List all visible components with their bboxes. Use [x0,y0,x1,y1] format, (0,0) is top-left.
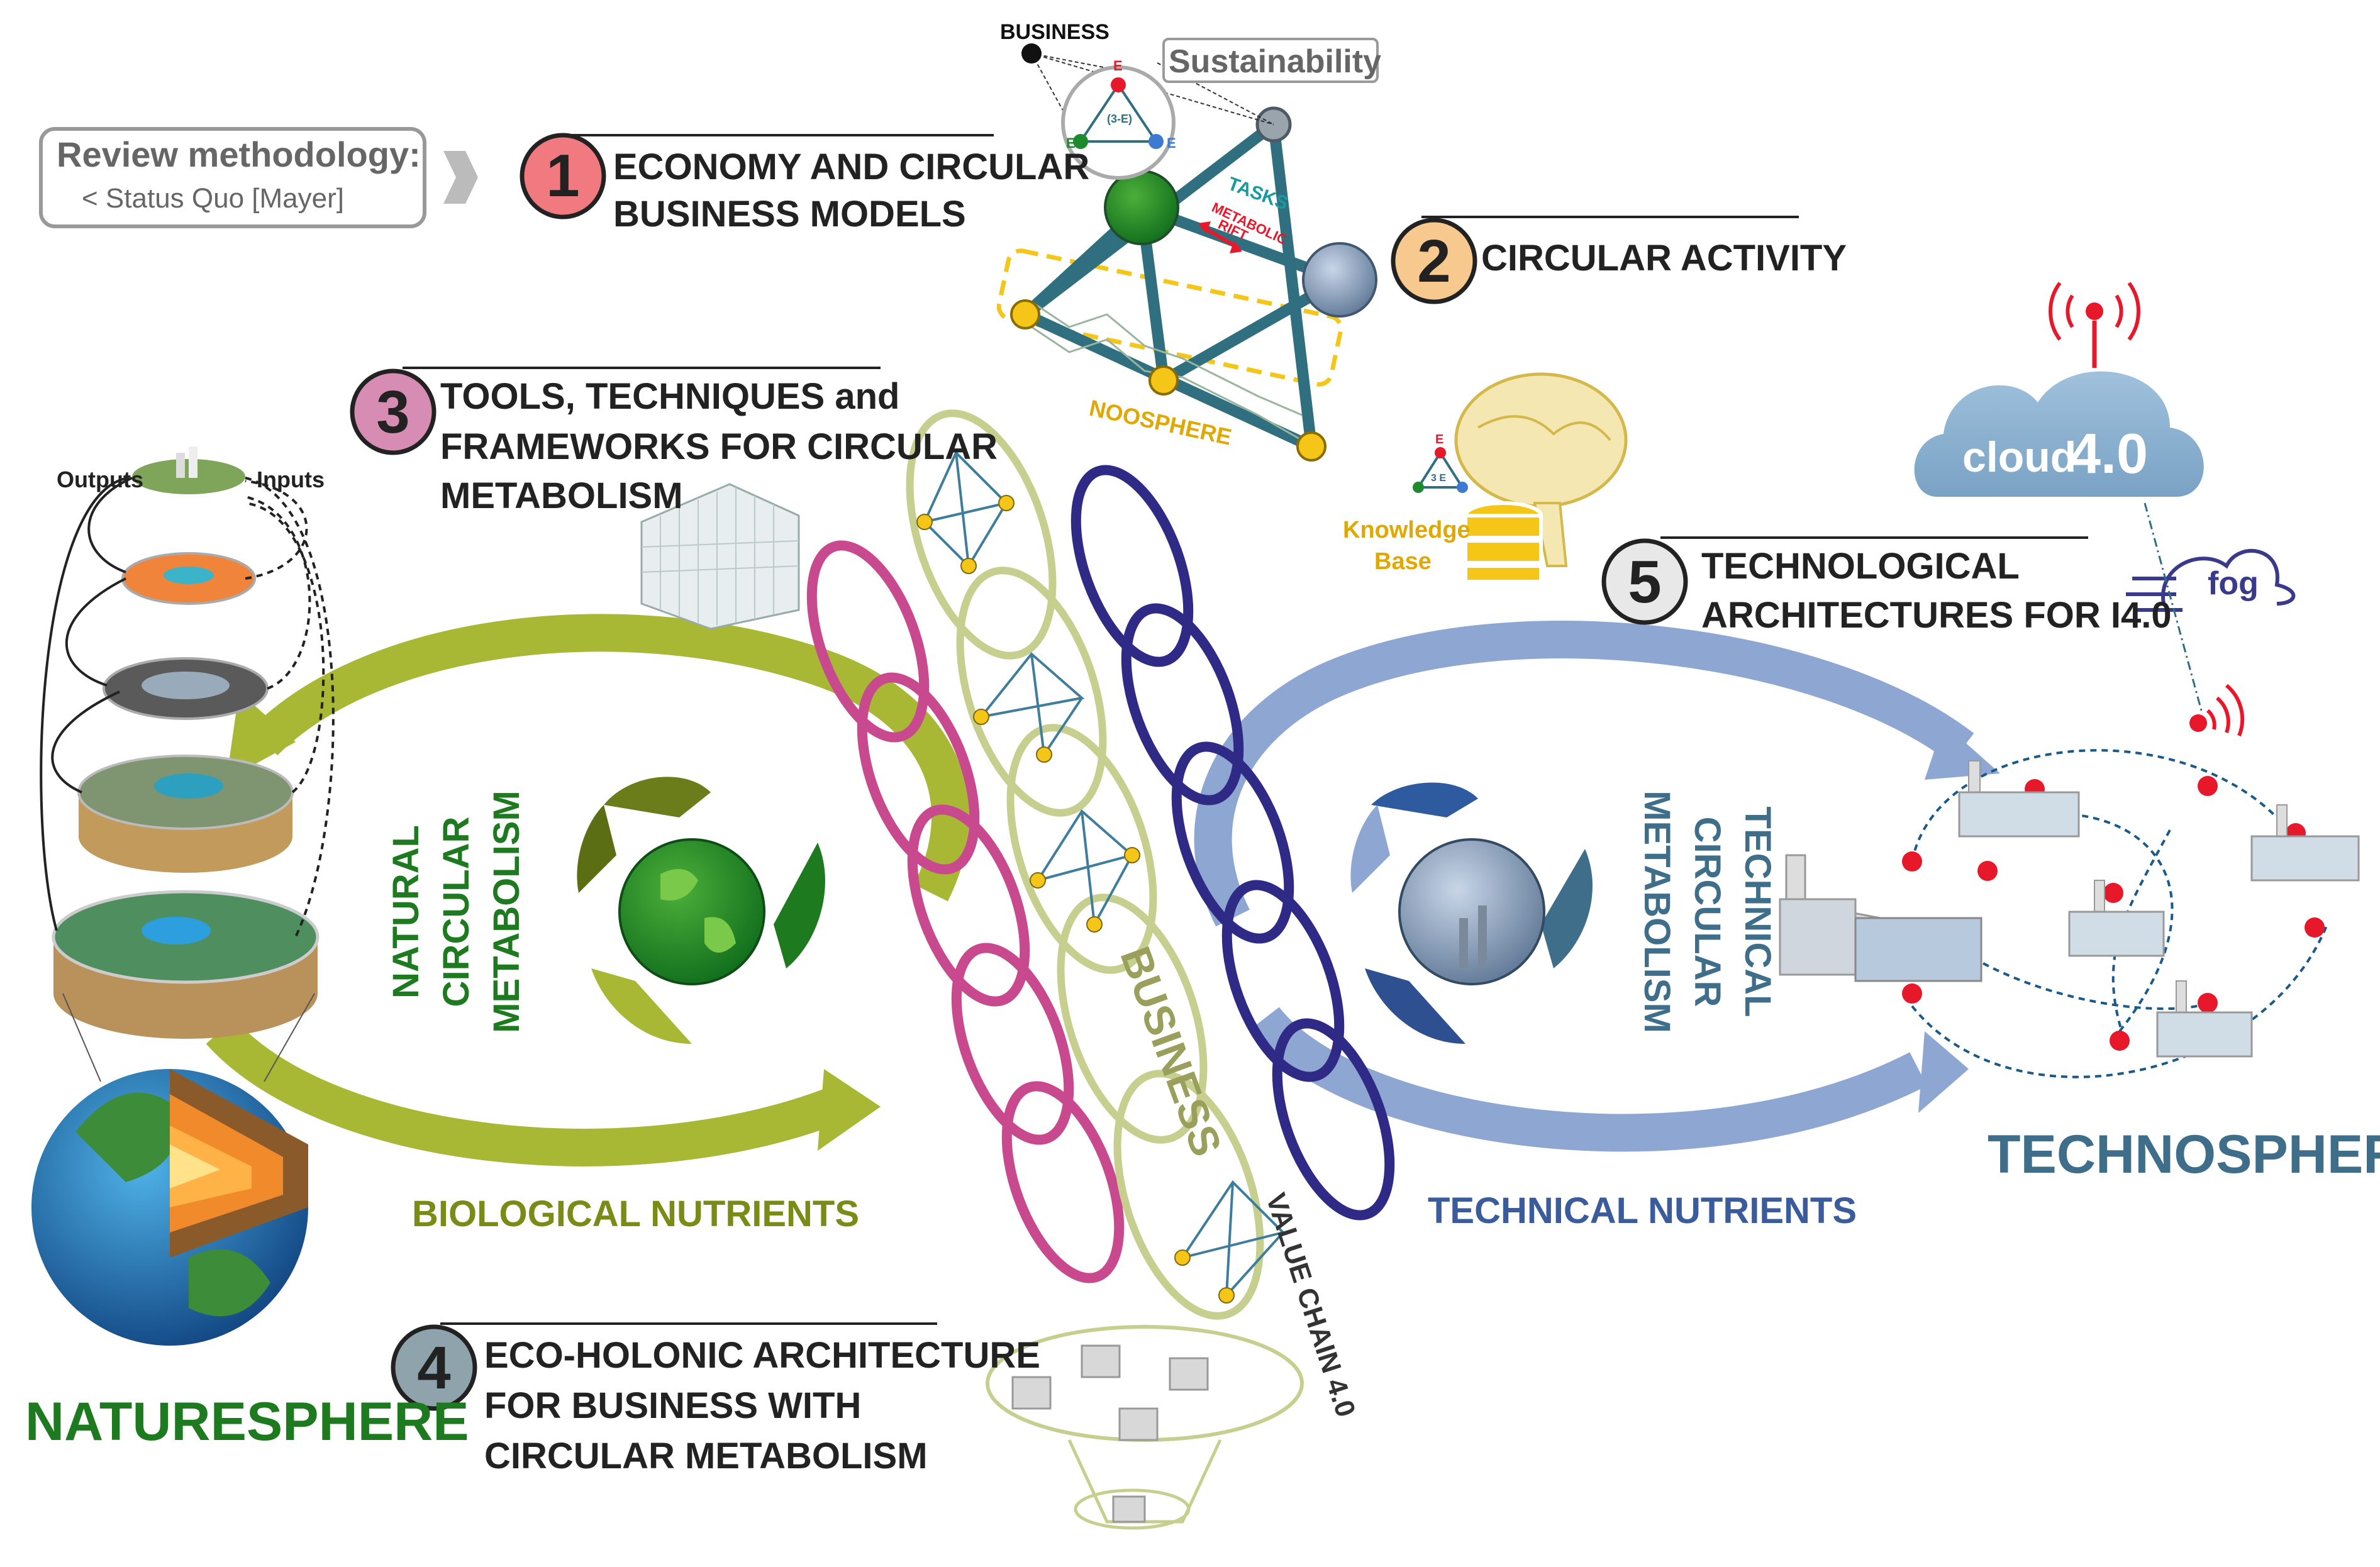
cloud-label: cloud [1962,433,2076,481]
technical-line1: TECHNICAL [1737,806,1778,1017]
triangle-center-label: (3-E) [1107,113,1132,125]
section-badge-1 [520,133,606,219]
section-5-line2: ARCHITECTURES FOR I4.0 [1701,595,2172,636]
factory-small-4 [2156,980,2253,1058]
cloud-icon [1914,282,2204,497]
section-1-number: 1 [546,142,579,209]
natural-line3: METABOLISM [486,790,527,1033]
natural-cycle-arrows [206,614,969,1166]
section-4-line3: CIRCULAR METABOLISM [484,1436,928,1476]
section-4-line1: ECO-HOLONIC ARCHITECTURE [484,1335,1040,1376]
natural-line2: CIRCULAR [436,817,477,1007]
section-4-number: 4 [417,1334,450,1402]
section-3-line1: TOOLS, TECHNIQUES and [440,376,899,417]
section-2-number: 2 [1417,228,1450,295]
sustainability-label: Sustainability [1169,43,1381,80]
triangle-3e [1021,38,1379,180]
section-3-line3: METABOLISM [440,475,683,516]
review-subtitle: < Status Quo [Mayer] [82,183,344,214]
navy-chain [1070,465,1395,1221]
nature-layers [52,446,320,1039]
cloud-version-label: 4.0 [2069,423,2148,485]
section-badge-2 [1391,218,1477,304]
section-1-line1: ECONOMY AND CIRCULAR [613,147,1089,187]
triangle-vertex-right: E [1167,135,1176,151]
kb-vertex-top: E [1435,433,1443,446]
factory-network [1779,749,2360,1078]
section-4-line2: FOR BUSINESS WITH [484,1385,861,1426]
noosphere-structure [996,106,1377,462]
section-3-line2: FRAMEWORKS FOR CIRCULAR [440,426,998,467]
business-network-dots [916,495,1235,1304]
kb-triangle [1413,447,1468,493]
factory-small-1 [1958,760,2080,838]
naturesphere-label: NATURESPHERE [25,1392,469,1452]
section-5-number: 5 [1628,548,1661,616]
business-chain [906,409,1264,1320]
knowledge-line2: Base [1374,548,1432,575]
knowledge-line1: Knowledge [1343,517,1471,543]
inputs-label: Inputs [257,467,325,492]
layer-city [132,446,245,494]
factory-small-2 [2250,804,2360,882]
factory-small-3 [2068,880,2165,957]
technical-cycle-arrows [1194,621,2000,1152]
pink-chain [806,540,1125,1283]
signal-icon [2189,684,2245,737]
section-rules [403,134,2088,1325]
technical-line2: CIRCULAR [1687,817,1728,1007]
section-badge-3 [350,368,437,455]
grid-box [640,483,800,630]
factory-large [1779,854,1982,982]
outputs-label: Outputs [57,467,143,492]
fog-label: fog [2208,565,2259,602]
io-arrows [40,477,335,938]
natural-globe [577,777,825,1044]
section-5-line1: TECHNOLOGICAL [1701,546,2020,587]
section-badge-4 [391,1324,477,1411]
value-chain-label: VALUE CHAIN 4.0 [1260,1190,1361,1421]
section-3-number: 3 [376,379,409,446]
section-2-line1: CIRCULAR ACTIVITY [1481,238,1847,279]
section-badge-5 [1601,538,1688,625]
section-1-line2: BUSINESS MODELS [613,194,966,235]
technosphere-label: TECHNOSPHERE [1988,1124,2380,1185]
biological-nutrients-label: BIOLOGICAL NUTRIENTS [412,1193,859,1234]
database-cluster [986,1325,1304,1530]
natural-line1: NATURAL [386,825,426,999]
earth-core [31,1069,308,1346]
kb-center-label: 3 E [1431,473,1446,484]
review-title: Review methodology: [57,135,421,174]
triangle-vertex-top: E [1113,58,1123,74]
business-network-nodes [922,450,1286,1297]
review-box [39,127,478,228]
triangle-vertex-left: E [1066,135,1076,151]
technical-nutrients-label: TECHNICAL NUTRIENTS [1428,1190,1857,1231]
technical-line3: METABOLISM [1637,790,1677,1033]
technical-globe [1350,782,1593,1044]
knowledge-db-icon [1464,501,1543,584]
business-top-label: BUSINESS [1000,20,1109,44]
